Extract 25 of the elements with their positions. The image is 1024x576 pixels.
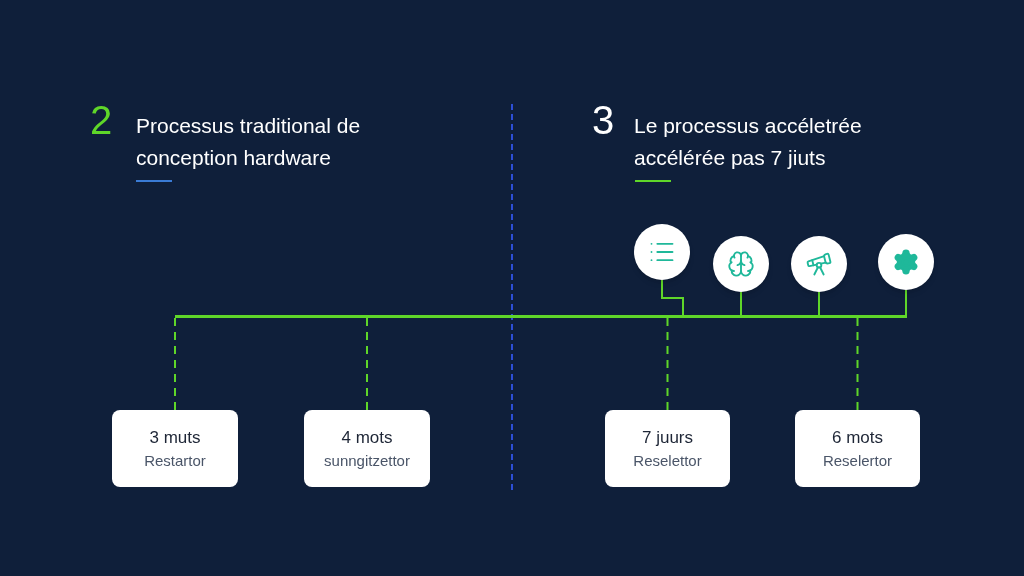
bus-line <box>175 315 907 318</box>
role-text: Reselertor <box>822 451 893 471</box>
duration-text: 3 muts <box>149 426 201 448</box>
duration-card <box>112 410 238 487</box>
connector-line <box>661 279 684 316</box>
connector-line <box>905 289 907 316</box>
connector-line <box>818 291 820 316</box>
duration-text: 7 juurs <box>642 426 693 448</box>
duration-card <box>795 410 920 487</box>
connector-line <box>740 291 742 316</box>
connector-line <box>666 317 669 411</box>
duration-card <box>605 410 730 487</box>
step-number: 2 <box>90 100 114 140</box>
duration-text: 6 mots <box>832 426 883 448</box>
step-number: 3 <box>592 100 616 140</box>
duration-text: 4 mots <box>341 426 393 448</box>
section-heading: Processus traditional de conception hardware <box>136 113 362 171</box>
role-text: Restartor <box>144 451 206 471</box>
connector-line <box>366 317 368 411</box>
role-text: sunngitzettor <box>324 451 410 471</box>
role-text: Reselettor <box>633 451 702 471</box>
section-heading: Le processus accéletrée accélérée pas 7 jiuts <box>634 113 863 171</box>
connector-line <box>174 317 176 411</box>
connector-line <box>856 317 859 411</box>
duration-card <box>304 410 430 487</box>
